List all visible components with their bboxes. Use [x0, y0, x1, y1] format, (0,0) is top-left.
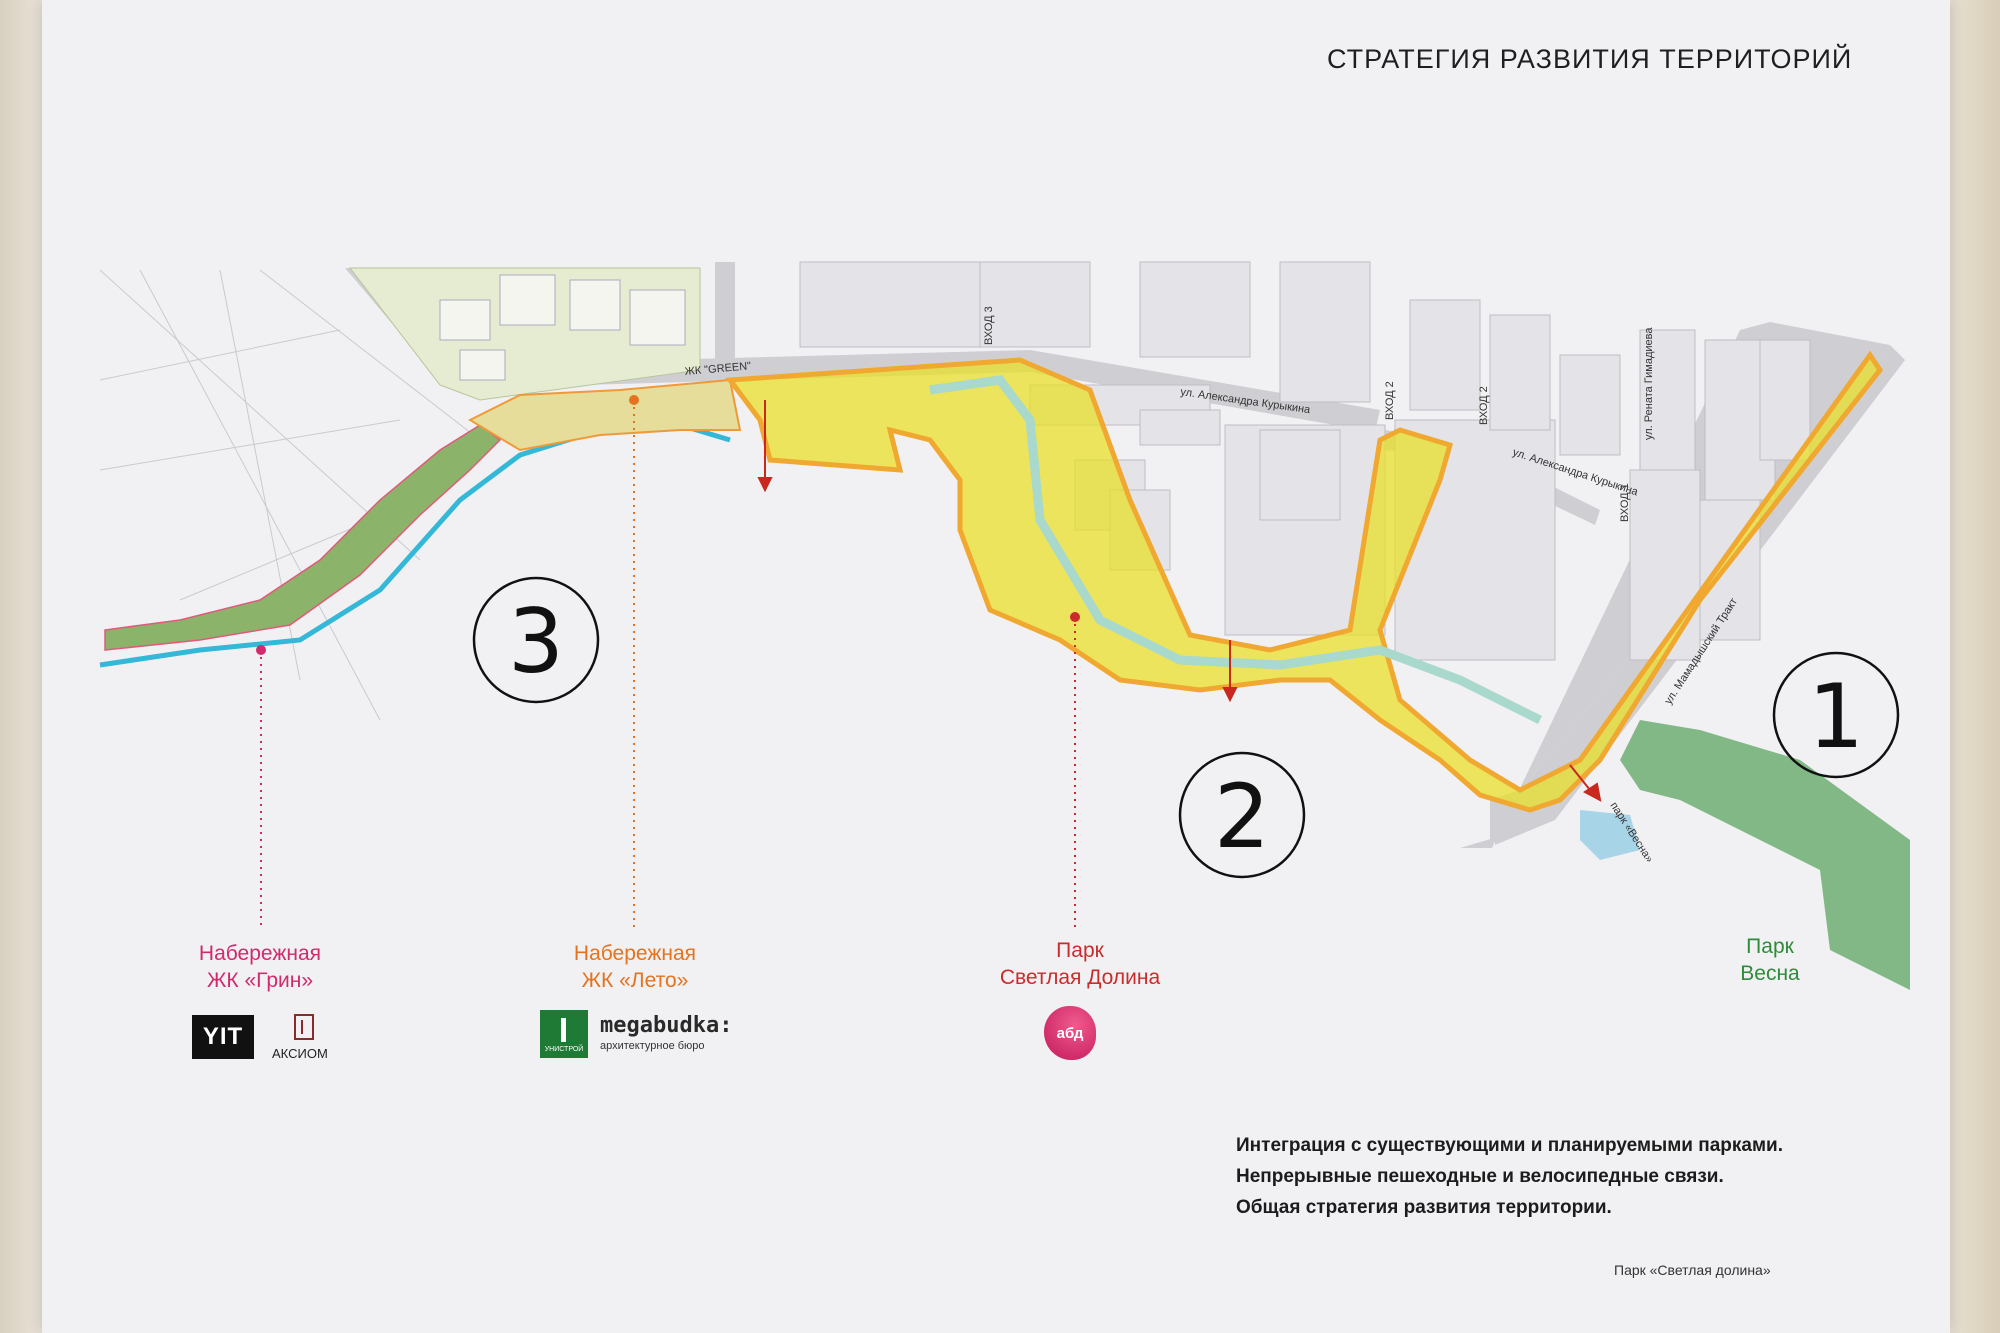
- board-title: СТРАТЕГИЯ РАЗВИТИЯ ТЕРРИТОРИЙ: [1327, 44, 1853, 74]
- green-residential-area: [348, 267, 701, 401]
- description-line-3: Общая стратегия развития территории.: [1236, 1197, 1612, 1218]
- zone-circle-2: 2: [1178, 751, 1306, 879]
- grin-line1: Набережная: [198, 942, 322, 965]
- vesna-line1: Парк: [1746, 935, 1794, 958]
- megabudka-logo: megabudka:: [600, 1013, 733, 1038]
- grin-line2: ЖК «Грин»: [206, 969, 313, 992]
- svetlaya-line1: Парк: [1056, 939, 1104, 962]
- vesna-park-label: Парк Весна: [1710, 933, 1830, 987]
- zone-number-3: 3: [508, 590, 564, 693]
- yit-logo: YIT: [192, 1015, 254, 1059]
- svetlaya-line2: Светлая Долина: [999, 966, 1161, 989]
- leto-line2: ЖК «Лето»: [581, 969, 689, 992]
- svetlaya-marker: [1070, 612, 1080, 622]
- entrance-arrows: [757, 400, 1602, 802]
- background-left: [0, 0, 50, 1333]
- leader-lines: [260, 400, 1076, 930]
- background-right: [1940, 0, 2000, 1333]
- zone-circle-1: 1: [1772, 651, 1900, 779]
- park-waterway: [929, 375, 1543, 725]
- street-label-3: ул. Рената Гимадиева: [1643, 327, 1655, 440]
- svetlaya-dolina-park: [725, 350, 1884, 813]
- unistroy-logo: УНИСТРОЙ: [540, 1010, 588, 1058]
- vesna-line2: Весна: [1740, 962, 1800, 985]
- axiom-logo-text: АКСИОМ: [272, 1046, 328, 1061]
- axiom-logo-mark: [294, 1014, 314, 1040]
- entrance2b-label: ВХОД 2: [1478, 386, 1490, 425]
- leto-embankment-label: Набережная ЖК «Лето»: [540, 940, 730, 994]
- entrance2a-label: ВХОД 2: [1384, 381, 1396, 420]
- leto-line1: Набережная: [573, 942, 697, 965]
- svetlaya-dolina-label: Парк Светлая Долина: [970, 937, 1190, 991]
- entrance1-label: ВХОД 1: [1619, 483, 1631, 522]
- zone-number-2: 2: [1214, 765, 1270, 868]
- zone-circle-3: 3: [472, 576, 600, 704]
- vesna-park-area: [1620, 720, 1910, 990]
- entrance3-label: ВХОД 3: [983, 306, 995, 345]
- grin-embankment: [104, 424, 502, 651]
- green-label: ЖК "GREEN": [684, 360, 751, 378]
- zone-number-1: 1: [1808, 665, 1864, 768]
- vesna-pond: [1580, 810, 1640, 860]
- grin-embankment-label: Набережная ЖК «Грин»: [170, 940, 350, 994]
- description-block: Интеграция с существующими и планируемым…: [1236, 1130, 1783, 1223]
- buildings: [799, 261, 1811, 661]
- megabudka-subtitle: архитектурное бюро: [600, 1040, 705, 1052]
- description-line-2: Непрерывные пешеходные и велосипедные св…: [1236, 1166, 1724, 1187]
- leto-embankment: [467, 378, 742, 452]
- description-line-1: Интеграция с существующими и планируемым…: [1236, 1135, 1783, 1156]
- leto-marker: [629, 395, 639, 405]
- abd-logo: абд: [1044, 1006, 1096, 1060]
- footer-caption: Парк «Светлая долина»: [1614, 1262, 1771, 1278]
- grin-marker: [256, 645, 266, 655]
